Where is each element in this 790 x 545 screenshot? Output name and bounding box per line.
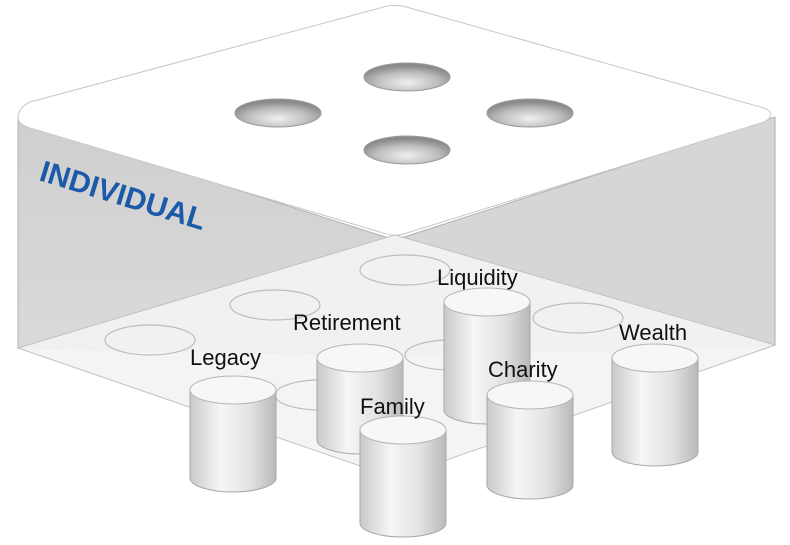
pillar-body xyxy=(486,394,574,500)
pillar-cap xyxy=(611,343,699,373)
pillar-label-family: Family xyxy=(360,394,425,419)
pillars-group xyxy=(189,287,699,538)
pillar-cylinder-family xyxy=(359,415,447,538)
pillar-cap xyxy=(189,375,277,405)
pillar-cap xyxy=(486,380,574,410)
pillar-cylinder-wealth xyxy=(611,343,699,467)
top-hole xyxy=(486,98,574,128)
pillar-labels: Legacy Retirement Liquidity Wealth Chari… xyxy=(190,265,687,419)
pillar-cap xyxy=(316,343,404,373)
top-hole xyxy=(363,135,451,165)
top-hole xyxy=(363,62,451,92)
top-face xyxy=(17,5,772,236)
top-holes xyxy=(234,62,574,165)
pillar-label-wealth: Wealth xyxy=(619,320,687,345)
pillar-label-legacy: Legacy xyxy=(190,345,261,370)
pillar-label-liquidity: Liquidity xyxy=(437,265,518,290)
pillar-cylinder-legacy xyxy=(189,375,277,493)
pillar-body xyxy=(359,429,447,538)
pillar-cap xyxy=(443,287,531,317)
pillar-label-charity: Charity xyxy=(488,357,558,382)
top-hole xyxy=(234,98,322,128)
pillar-cap xyxy=(359,415,447,445)
pillar-body xyxy=(611,357,699,467)
pillar-cylinder-charity xyxy=(486,380,574,500)
pillar-body xyxy=(189,389,277,493)
pillar-label-retirement: Retirement xyxy=(293,310,401,335)
